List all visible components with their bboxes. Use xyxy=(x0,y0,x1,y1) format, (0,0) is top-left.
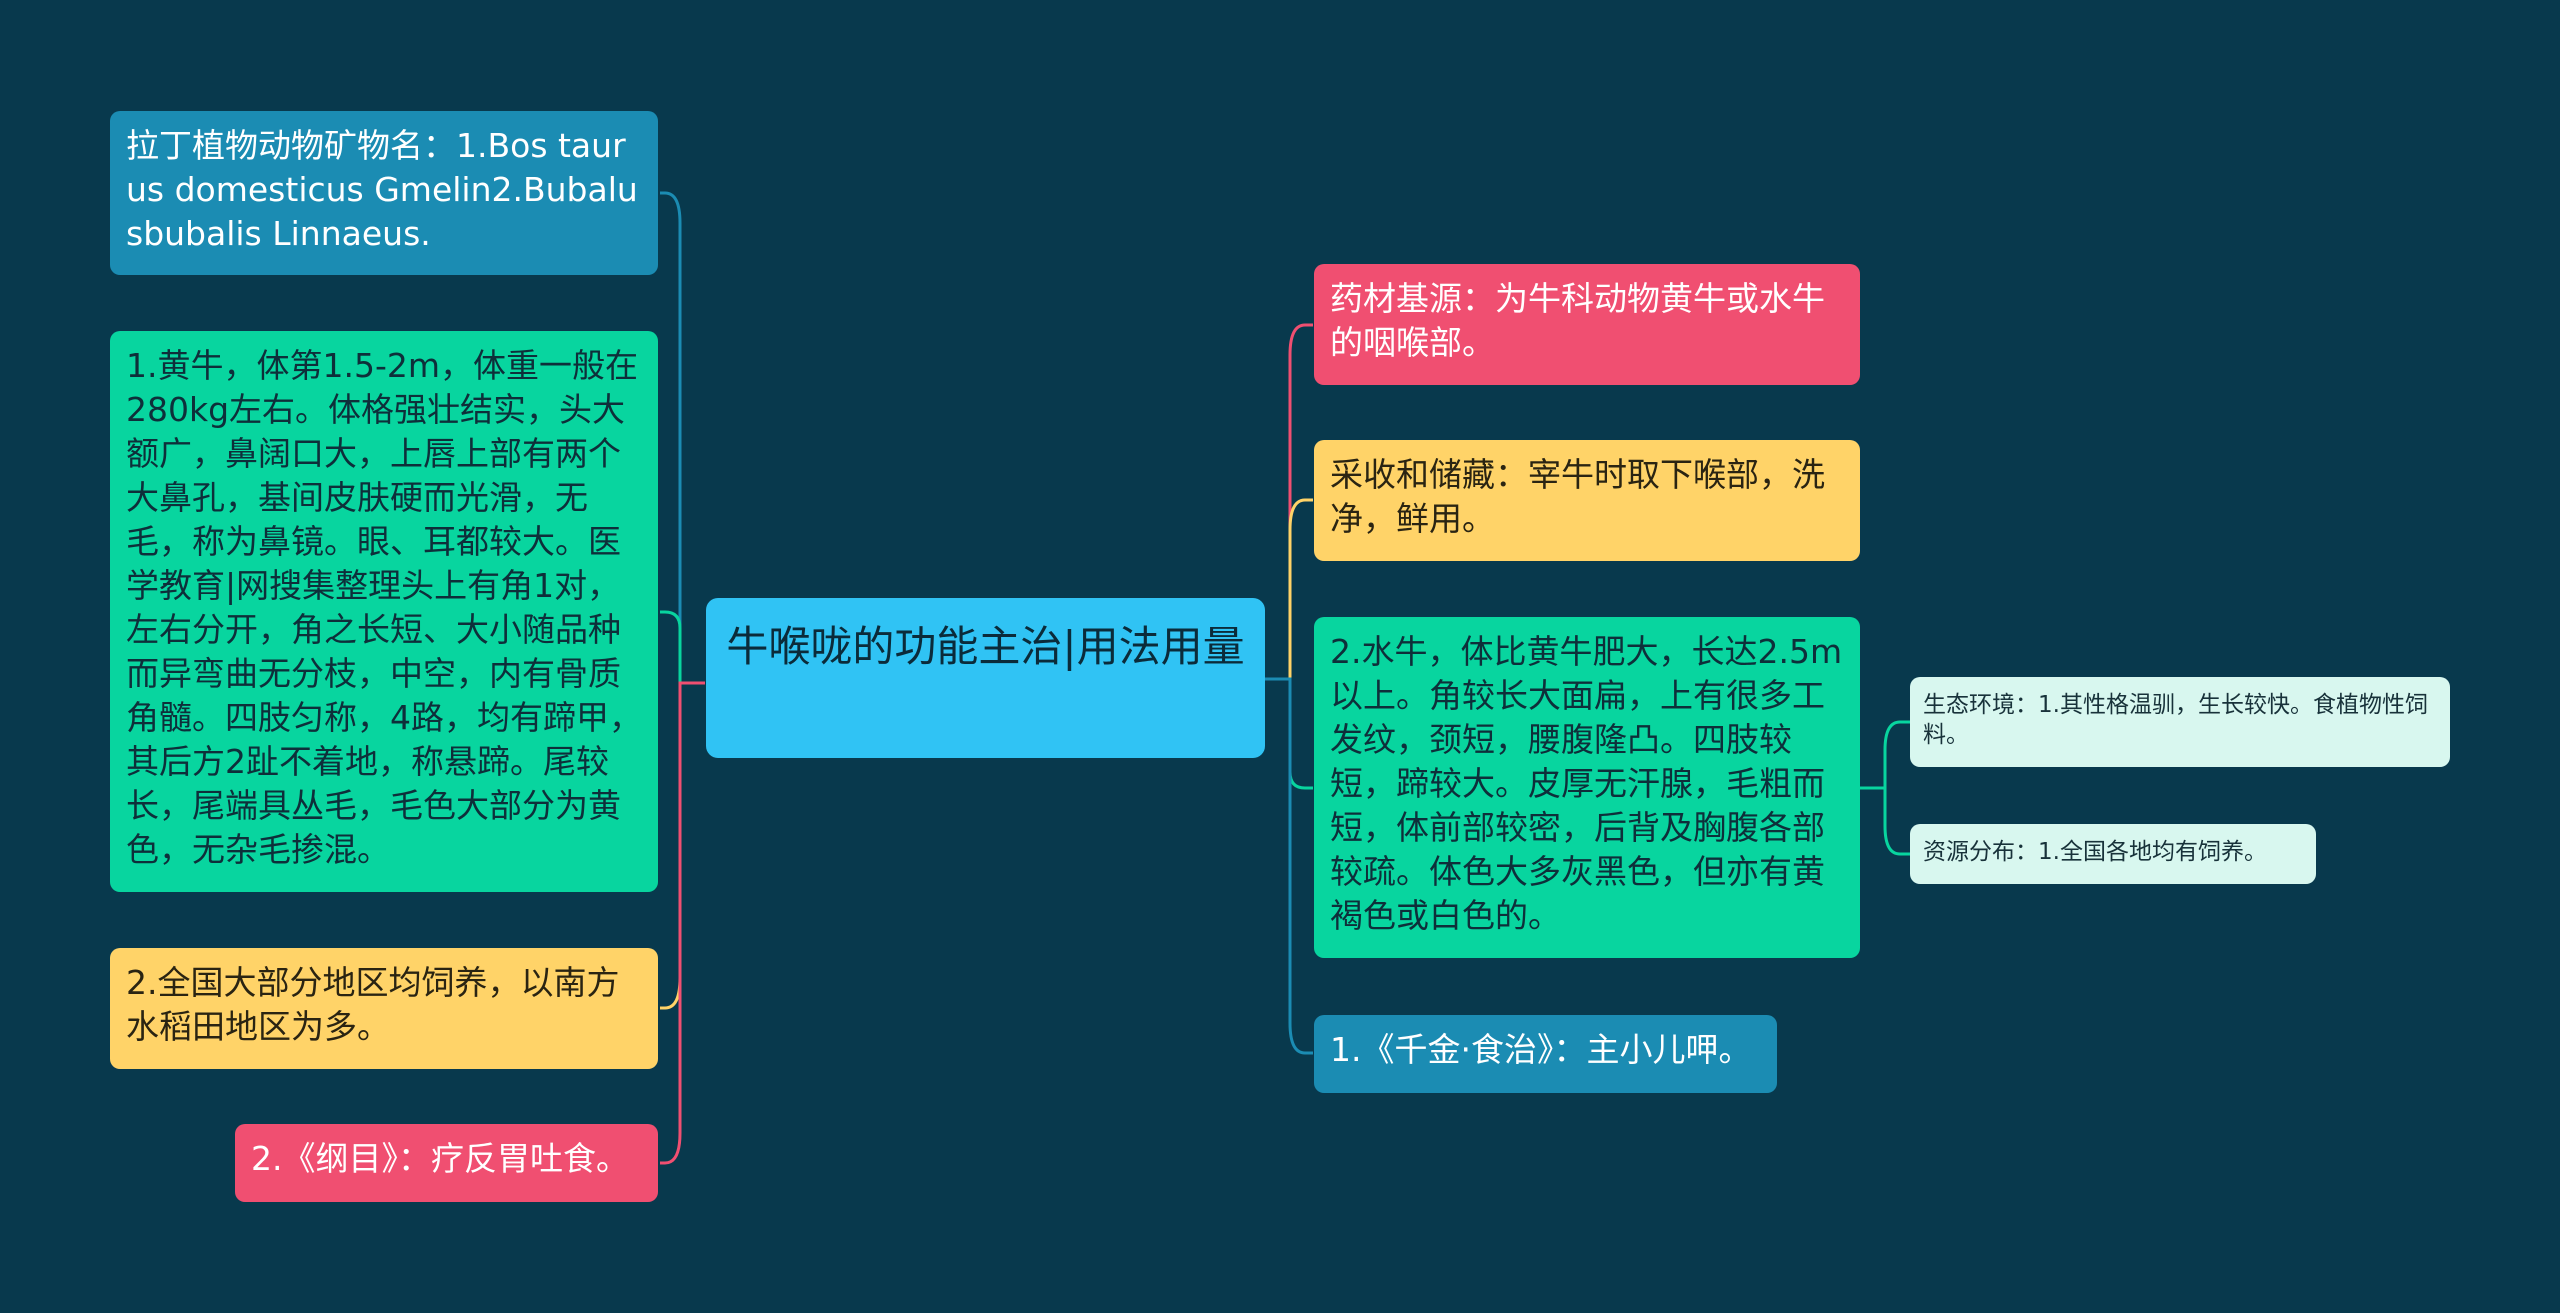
node-water-buffalo[interactable]: 2.水牛，体比黄牛肥大，长达2.5m以上。角较长大面扁，上有很多工发纹，颈短，腰… xyxy=(1314,617,1860,958)
node-latin-name[interactable]: 拉丁植物动物矿物名：1.Bos taurus domesticus Gmelin… xyxy=(110,111,658,275)
subnode-ecology[interactable]: 生态环境：1.其性格温驯，生长较快。食植物性饲料。 xyxy=(1910,677,2450,767)
subnode-resource[interactable]: 资源分布：1.全国各地均有饲养。 xyxy=(1910,824,2316,884)
connector-root-qianjin xyxy=(1265,677,1313,1055)
connector-root-gangmu xyxy=(660,681,705,1165)
node-distribution-south[interactable]: 2.全国大部分地区均饲养，以南方水稻田地区为多。 xyxy=(110,948,658,1069)
connector-root-distribution-south xyxy=(660,681,705,1010)
connector-root-harvest xyxy=(1265,498,1313,681)
connector-root-source xyxy=(1265,323,1313,681)
node-source[interactable]: 药材基源：为牛科动物黄牛或水牛的咽喉部。 xyxy=(1314,264,1860,385)
connector-water-buffalo-ecology xyxy=(1860,720,1910,790)
node-gangmu[interactable]: 2.《纲目》：疗反胃吐食。 xyxy=(235,1124,658,1202)
node-qianjin[interactable]: 1.《千金·食治》：主小儿呷。 xyxy=(1314,1015,1777,1093)
connector-root-latin-name xyxy=(660,191,705,685)
connector-water-buffalo-resource xyxy=(1860,786,1910,856)
root-topic[interactable]: 牛喉咙的功能主治|用法用量 xyxy=(706,598,1265,758)
connector-root-yellow-cattle xyxy=(660,610,705,685)
node-harvest[interactable]: 采收和储藏：宰牛时取下喉部，洗净，鲜用。 xyxy=(1314,440,1860,561)
node-yellow-cattle[interactable]: 1.黄牛，体第1.5-2m，体重一般在280kg左右。体格强壮结实，头大额广，鼻… xyxy=(110,331,658,892)
